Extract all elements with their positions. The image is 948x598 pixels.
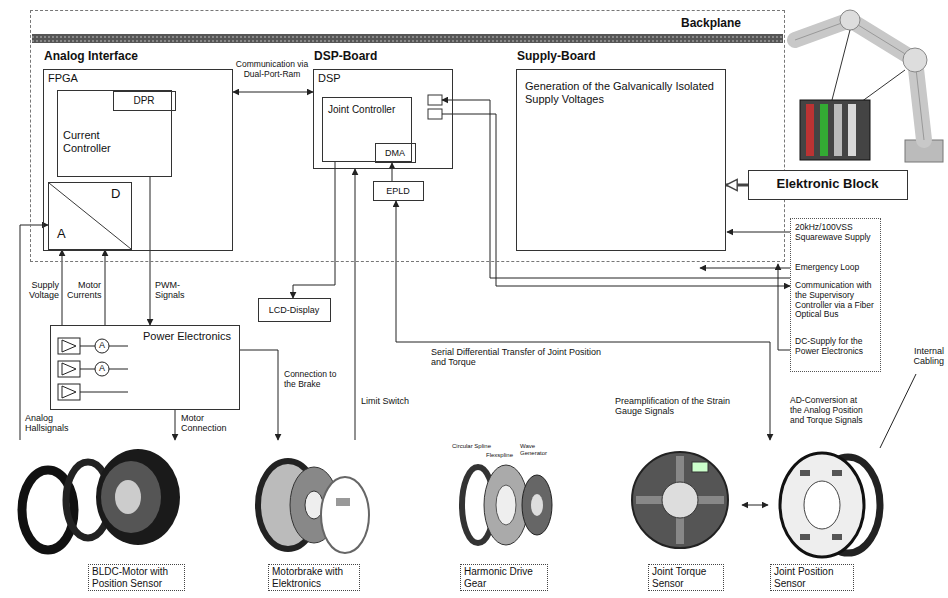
part-name: Wave Generator bbox=[520, 443, 560, 457]
board-heading: Supply-Board bbox=[517, 50, 667, 64]
note-label: Internal Cabling bbox=[884, 346, 944, 367]
meter-symbol-letter: A bbox=[97, 363, 107, 373]
dpr-box: DPR bbox=[113, 91, 176, 111]
bldc-motor-picture bbox=[22, 449, 180, 550]
connector bbox=[355, 169, 356, 440]
board-heading: DSP-Board bbox=[314, 50, 434, 64]
component-caption: Joint Torque Sensor bbox=[648, 564, 724, 591]
component-group: Harmonic Drive Gear bbox=[450, 440, 560, 597]
box-label: EPLD bbox=[374, 186, 422, 196]
signal-label: Motor Connection bbox=[180, 413, 232, 434]
position-sensor-picture bbox=[780, 453, 880, 557]
box-label: Current Controller bbox=[63, 129, 143, 154]
box-label: DPR bbox=[114, 95, 174, 107]
signal-label: Connection to the Brake bbox=[283, 370, 351, 390]
meter-symbol-letter: A bbox=[97, 340, 107, 350]
power-electronics-box: Power Electronics bbox=[50, 325, 240, 410]
component-caption: BLDC-Motor with Position Sensor bbox=[88, 564, 185, 591]
box-label: D bbox=[111, 187, 125, 202]
dsp-ports bbox=[428, 95, 442, 119]
box-label: Elektronic Block bbox=[749, 177, 906, 192]
ad-converter-box: AD bbox=[48, 182, 132, 250]
signal-label: Serial Differential Transfer of Joint Po… bbox=[430, 347, 605, 368]
robot-arm-picture bbox=[795, 10, 943, 162]
connector bbox=[392, 163, 393, 181]
connector bbox=[20, 225, 48, 440]
controller-box: Joint ControllerDMA bbox=[322, 97, 412, 162]
connector bbox=[742, 505, 768, 506]
component-group: Joint Position Sensor bbox=[768, 440, 885, 597]
signal-label: PWM-Signals bbox=[154, 280, 200, 301]
component-group: Joint Torque Sensor bbox=[615, 440, 742, 597]
display-box: LCD-Display bbox=[258, 298, 331, 322]
dsp-box: DSP-BoardDSPJoint ControllerDMA bbox=[313, 69, 453, 169]
signal-label: Limit Switch bbox=[360, 396, 422, 406]
connector bbox=[150, 177, 151, 325]
signal-label: Communication via Dual-Port-Ram bbox=[234, 60, 310, 80]
part-name: Circular Spline bbox=[452, 443, 500, 450]
box-label: 20kHz/100VSS Squarewave Supply bbox=[795, 223, 879, 243]
box-label: FPGA bbox=[48, 72, 108, 85]
note-label: AD-Conversion at the Analog Position and… bbox=[790, 396, 870, 425]
signal-label: Supply Voltage bbox=[22, 280, 60, 301]
supply-box: Supply-BoardGeneration of the Galvanical… bbox=[516, 69, 726, 251]
box-label: LCD-Display bbox=[259, 305, 329, 315]
connector bbox=[293, 162, 335, 298]
interface-list: 20kHz/100VSS Squarewave SupplyEmergency … bbox=[790, 218, 881, 372]
connector bbox=[233, 92, 313, 93]
box-label: Communication with the Supervisory Contr… bbox=[795, 281, 879, 320]
torque-sensor-picture bbox=[632, 452, 728, 548]
box-label: Emergency Loop bbox=[795, 263, 879, 273]
harmonic-drive-picture bbox=[462, 465, 552, 545]
box-label: DSP bbox=[318, 72, 358, 85]
power-electronics-symbols bbox=[58, 338, 128, 400]
component-caption: Motorbrake with Elektronics bbox=[268, 564, 360, 591]
connector bbox=[175, 410, 176, 440]
box-label: A bbox=[57, 227, 71, 242]
connector bbox=[396, 201, 770, 440]
box-label: Joint Controller bbox=[328, 104, 398, 116]
motorbrake-picture bbox=[258, 461, 369, 553]
component-group: Motorbrake with Elektronics bbox=[250, 440, 375, 597]
board-heading: Analog Interface bbox=[44, 50, 194, 64]
electronic-block-box: Elektronic Block bbox=[748, 170, 908, 200]
backplane-bar bbox=[32, 34, 783, 43]
backplane-frame: BackplaneAnalog InterfaceFPGA Current Con… bbox=[30, 10, 785, 262]
box-label: DC-Supply for the Power Electronics bbox=[795, 337, 879, 357]
connector bbox=[240, 350, 278, 440]
component-group: BLDC-Motor with Position Sensor bbox=[15, 440, 200, 597]
box-label: Power Electronics bbox=[143, 330, 235, 343]
box-label: DMA bbox=[376, 148, 414, 158]
component-caption: Joint Position Sensor bbox=[770, 564, 854, 591]
dma-box: DMA bbox=[375, 143, 416, 163]
epld-box: EPLD bbox=[373, 181, 424, 201]
signal-label: Analog Hallsignals bbox=[24, 413, 76, 434]
box-label: Generation of the Galvanically Isolated … bbox=[525, 80, 715, 105]
signal-wires bbox=[442, 100, 916, 448]
note-label: Preamplification of the Strain Gauge Sig… bbox=[615, 396, 742, 417]
box-label: Backplane bbox=[681, 17, 781, 31]
fpga-box: Analog InterfaceFPGACurrent ControllerDP… bbox=[43, 69, 233, 251]
component-caption: Harmonic Drive Gear bbox=[460, 564, 548, 591]
signal-label: Motor Currents bbox=[66, 280, 102, 301]
controller-box: Current Controller DPR bbox=[57, 90, 172, 177]
connector bbox=[726, 184, 748, 187]
